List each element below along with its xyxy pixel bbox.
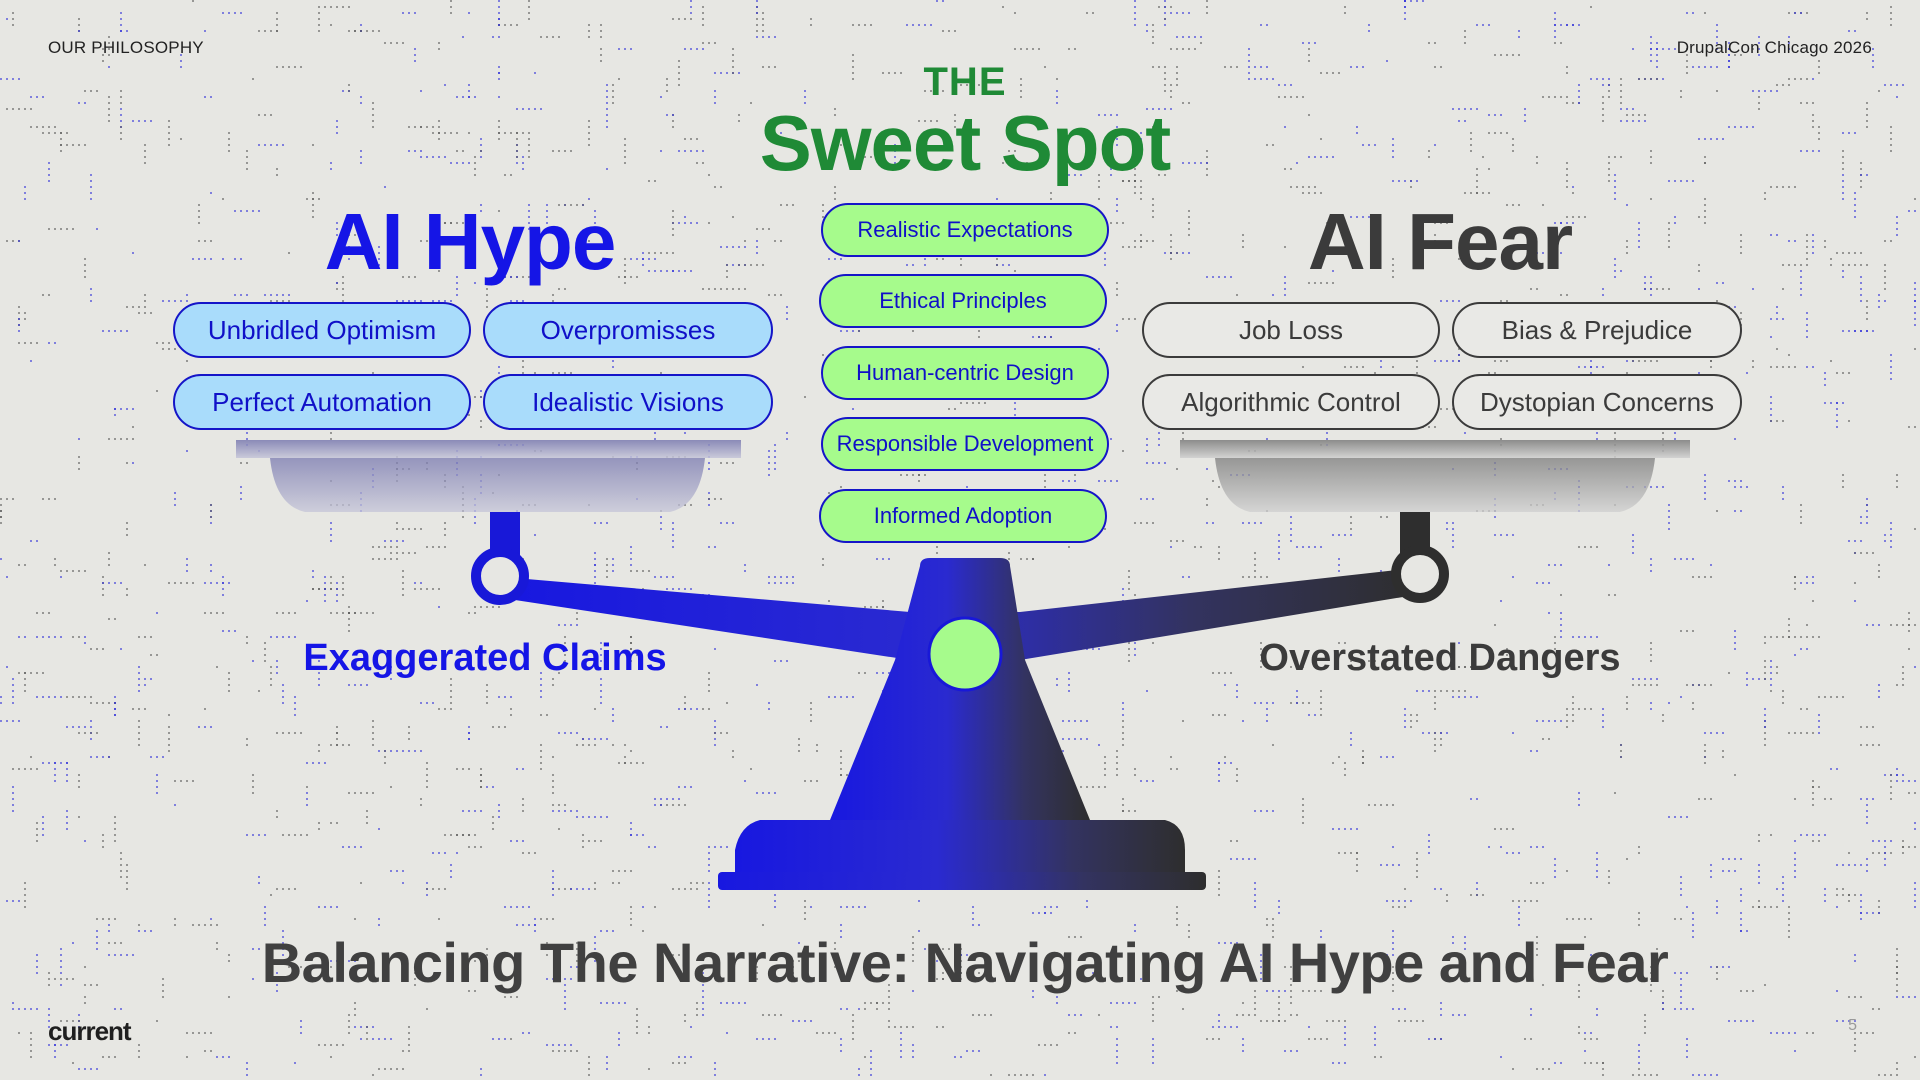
sweet-spot-pill: Ethical Principles [819, 274, 1107, 328]
ai-fear-title: AI Fear [1270, 196, 1610, 288]
hype-pill: Perfect Automation [173, 374, 471, 430]
sweet-spot-pill: Responsible Development [821, 417, 1109, 471]
sweet-spot-pill: Human-centric Design [821, 346, 1109, 400]
hype-subtitle: Exaggerated Claims [265, 637, 705, 680]
hype-pill: Overpromisses [483, 302, 773, 358]
right-scale-dish [1180, 440, 1690, 557]
sweet-spot-pill: Realistic Expectations [821, 203, 1109, 257]
hype-pill: Idealistic Visions [483, 374, 773, 430]
fear-pill: Dystopian Concerns [1452, 374, 1742, 430]
left-scale-dish [236, 440, 741, 557]
current-logo: current [48, 1016, 131, 1047]
sweet-spot-title: Sweet Spot [0, 98, 1920, 189]
hype-pill: Unbridled Optimism [173, 302, 471, 358]
fear-pill: Job Loss [1142, 302, 1440, 358]
section-label: OUR PHILOSOPHY [48, 38, 204, 58]
slide-footer-title: Balancing The Narrative: Navigating AI H… [0, 930, 1920, 995]
ai-hype-title: AI Hype [300, 196, 640, 288]
sweet-spot-pill: Informed Adoption [819, 489, 1107, 543]
page-number: 5 [1848, 1017, 1857, 1035]
fear-pill: Bias & Prejudice [1452, 302, 1742, 358]
fear-subtitle: Overstated Dangers [1220, 637, 1660, 680]
fear-pill: Algorithmic Control [1142, 374, 1440, 430]
event-label: DrupalCon Chicago 2026 [1677, 38, 1872, 58]
